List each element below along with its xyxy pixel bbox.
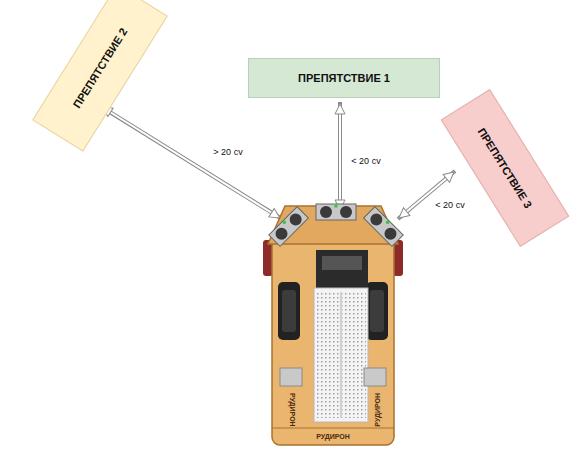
brand-text: РУДИРОН xyxy=(288,392,296,428)
brand-text: РУДИРОН xyxy=(315,433,351,441)
ultrasonic-sensor xyxy=(269,207,309,247)
robot-body xyxy=(263,206,403,445)
distance-label: < 20 cv xyxy=(434,201,465,211)
obstacle-box: ПРЕПЯТСТВИЕ 1 xyxy=(248,58,440,98)
distance-arrows xyxy=(100,102,455,219)
ultrasonic-sensor xyxy=(364,207,404,247)
distance-label: > 20 cv xyxy=(212,148,243,158)
obstacle-box: ПРЕПЯТСТВИЕ 2 xyxy=(32,0,168,152)
obstacle-label: ПРЕПЯТСТВИЕ 3 xyxy=(476,126,535,210)
brand-text: РУДИРОН xyxy=(374,392,382,428)
ultrasonic-sensor xyxy=(316,204,356,220)
distance-label: < 20 cv xyxy=(350,157,381,167)
obstacle-label: ПРЕПЯТСТВИЕ 1 xyxy=(298,72,390,84)
obstacle-label: ПРЕПЯТСТВИЕ 2 xyxy=(71,26,130,110)
obstacle-box: ПРЕПЯТСТВИЕ 3 xyxy=(441,89,570,247)
